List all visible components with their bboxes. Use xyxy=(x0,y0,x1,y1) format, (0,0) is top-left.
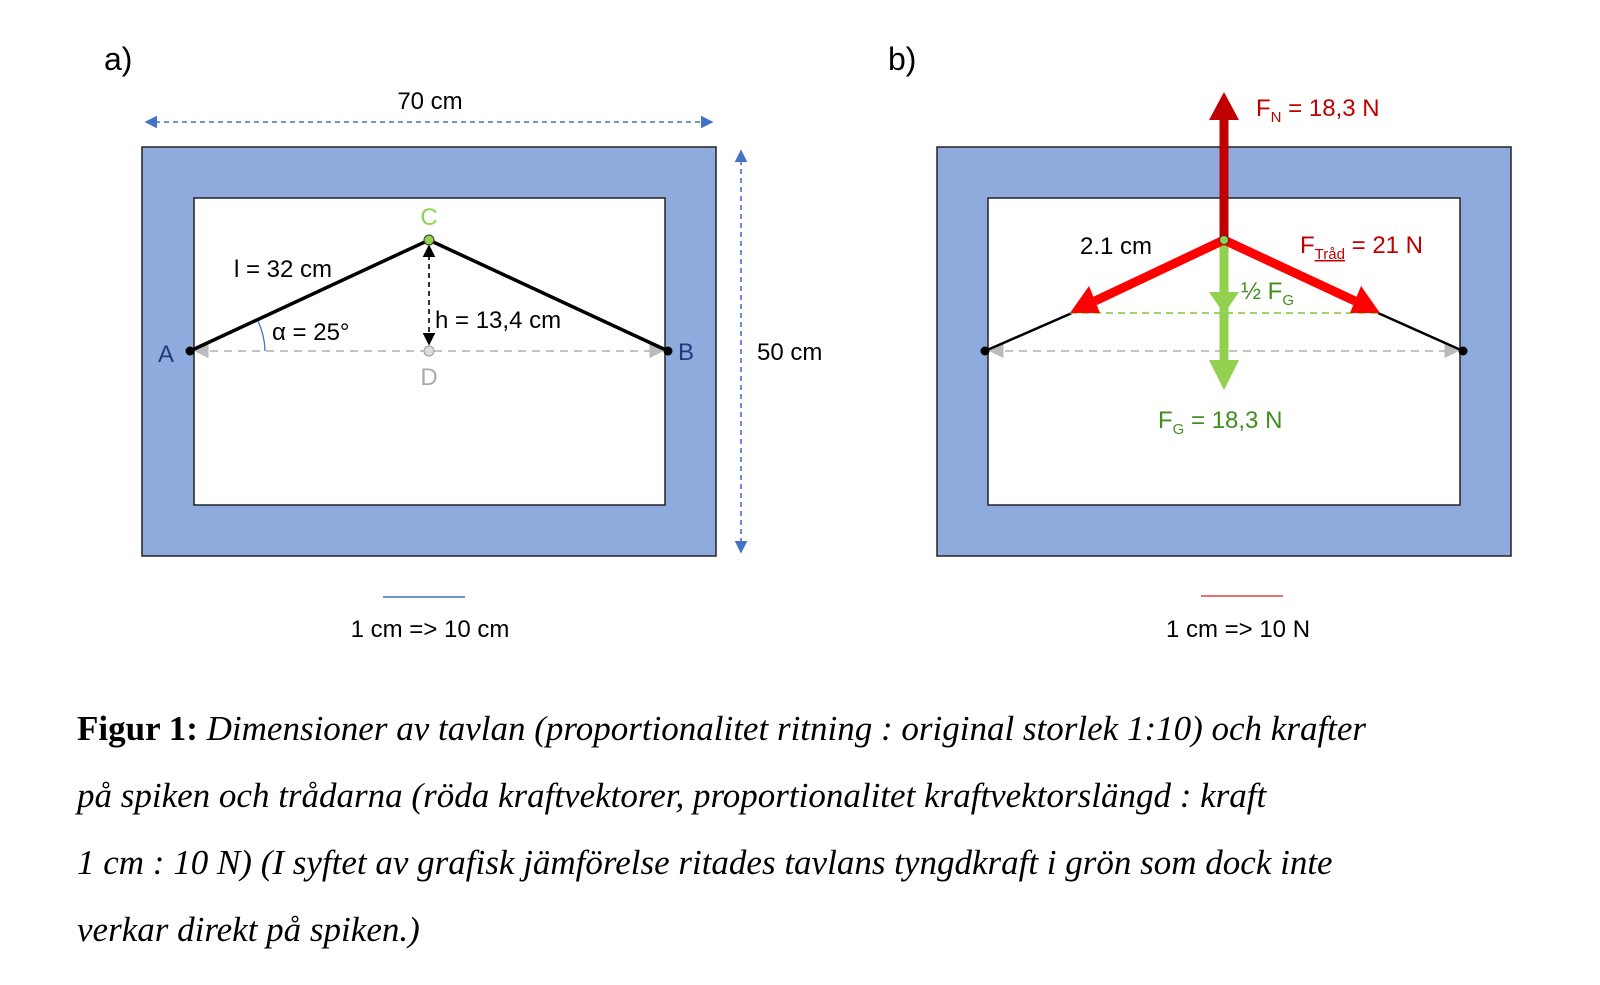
panel-b: b) FN = 18,3 N FTråd = 21 N 2.1 cm ½ FG … xyxy=(888,41,1512,643)
half-fg-arrowhead xyxy=(1209,292,1239,314)
point-a-dot xyxy=(185,346,195,356)
nail-dot xyxy=(1219,235,1229,245)
caption-prefix: Figur 1: xyxy=(77,709,198,748)
scale-label-b: 1 cm => 10 N xyxy=(1166,616,1310,643)
figure-caption: Figur 1: Dimensioner av tavlan (proporti… xyxy=(77,695,1547,963)
panel-a-label: a) xyxy=(104,41,132,77)
ftrad-label: FTråd = 21 N xyxy=(1300,232,1423,263)
ftrad-right-shaft xyxy=(1222,235,1357,306)
point-a-label: A xyxy=(158,341,174,368)
fn-arrowhead xyxy=(1209,92,1239,120)
nail-left-dot xyxy=(980,346,990,356)
wire-right xyxy=(1377,311,1464,353)
scale-label-a: 1 cm => 10 cm xyxy=(351,616,510,643)
length-label: l = 32 cm xyxy=(234,256,332,283)
ftrad-left-shaft xyxy=(1093,235,1226,306)
caption-line-3: 1 cm : 10 N) (I syftet av grafisk jämför… xyxy=(77,843,1333,882)
point-c-label: C xyxy=(420,204,437,231)
caption-line-2: på spiken och trådarna (röda kraftvektor… xyxy=(77,776,1267,815)
caption-line-1: Dimensioner av tavlan (proportionalitet … xyxy=(197,709,1367,748)
height-h-label: h = 13,4 cm xyxy=(435,307,561,334)
angle-label: α = 25° xyxy=(272,319,350,346)
point-c-dot xyxy=(423,234,435,246)
fg-arrowhead xyxy=(1209,360,1239,390)
point-b-dot xyxy=(663,346,673,356)
panel-b-label: b) xyxy=(888,41,916,77)
ftrad-left-arrowhead xyxy=(1070,286,1100,313)
height-label: 50 cm xyxy=(757,339,822,366)
point-d-label: D xyxy=(420,364,437,391)
nail-right-dot xyxy=(1458,346,1468,356)
panel-a: a) 70 cm 50 cm A B C D l = 32 cm α = 25°… xyxy=(104,41,822,643)
wire-left xyxy=(984,311,1073,353)
point-d-dot xyxy=(423,345,435,357)
width-label: 70 cm xyxy=(397,88,462,115)
ftrad-right-arrowhead xyxy=(1350,286,1380,313)
caption-line-4: verkar direkt på spiken.) xyxy=(77,910,420,949)
half-fg-label: ½ FG xyxy=(1241,278,1294,309)
angle-arc xyxy=(257,320,266,352)
point-b-label: B xyxy=(678,339,694,366)
fg-label: FG = 18,3 N xyxy=(1158,407,1282,438)
arrow-length-label: 2.1 cm xyxy=(1080,233,1152,260)
fn-label: FN = 18,3 N xyxy=(1256,95,1380,126)
